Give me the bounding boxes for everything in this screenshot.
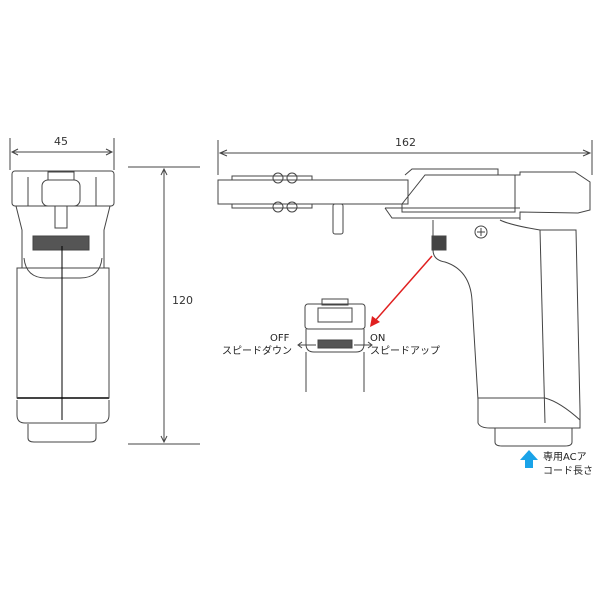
dimension-width: 45	[54, 135, 68, 148]
cable-note-line2: コード長さ	[543, 466, 593, 477]
cable-note-line1: 専用ACア	[543, 452, 587, 463]
dimension-height: 120	[172, 294, 193, 307]
on-label: ON	[370, 333, 386, 344]
on-description: スピードアップ	[370, 346, 440, 357]
off-label: OFF	[270, 333, 290, 344]
dimension-length: 162	[395, 136, 416, 149]
cable-arrow-icon	[520, 450, 538, 468]
off-description: スピードダウン	[222, 346, 292, 357]
callout-arrow	[370, 255, 433, 327]
